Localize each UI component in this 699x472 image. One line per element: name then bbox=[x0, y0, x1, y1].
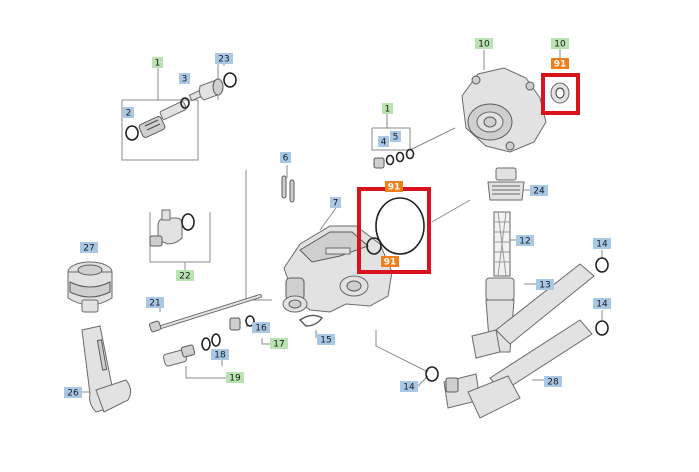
pump-housing-part bbox=[282, 225, 393, 313]
nozzle-elbow-part bbox=[149, 209, 195, 247]
outlet-pipe-part bbox=[443, 319, 593, 419]
svg-text:4: 4 bbox=[381, 138, 387, 148]
filter-part bbox=[493, 211, 511, 277]
svg-text:6: 6 bbox=[283, 154, 289, 164]
label-1-top-left: 1 bbox=[152, 57, 163, 69]
label-21: 21 bbox=[146, 297, 164, 309]
label-19: 19 bbox=[226, 372, 244, 384]
svg-text:1: 1 bbox=[385, 105, 391, 115]
valve-nozzle-part bbox=[162, 333, 221, 367]
label-27: 27 bbox=[80, 242, 98, 254]
quick-coupling-part bbox=[67, 261, 113, 313]
svg-text:17: 17 bbox=[273, 340, 284, 350]
pipe-elbow-part bbox=[81, 325, 132, 413]
svg-text:18: 18 bbox=[214, 351, 226, 361]
label-26: 26 bbox=[64, 387, 82, 399]
label-91-box-bottom: 91 bbox=[381, 256, 399, 268]
svg-text:91: 91 bbox=[554, 60, 567, 70]
label-5: 5 bbox=[390, 131, 401, 143]
bolt-part bbox=[149, 294, 262, 333]
label-28: 28 bbox=[544, 376, 562, 388]
highlight-box-seal-ring bbox=[541, 73, 580, 115]
small-orings-part bbox=[373, 148, 415, 169]
svg-text:14: 14 bbox=[596, 300, 608, 310]
label-23: 23 bbox=[215, 53, 233, 65]
svg-text:7: 7 bbox=[333, 199, 339, 209]
label-6: 6 bbox=[280, 152, 291, 164]
svg-text:12: 12 bbox=[519, 237, 530, 247]
clip-part bbox=[298, 314, 324, 327]
label-15: 15 bbox=[317, 334, 335, 346]
svg-text:91: 91 bbox=[384, 258, 397, 268]
svg-text:14: 14 bbox=[403, 383, 415, 393]
svg-text:91: 91 bbox=[388, 183, 401, 193]
svg-text:19: 19 bbox=[229, 374, 241, 384]
svg-text:26: 26 bbox=[67, 389, 79, 399]
svg-text:28: 28 bbox=[547, 378, 559, 388]
inlet-pipe-part bbox=[471, 263, 595, 359]
label-7: 7 bbox=[330, 197, 341, 209]
label-22: 22 bbox=[176, 270, 194, 282]
pin-part bbox=[281, 175, 295, 203]
svg-text:5: 5 bbox=[393, 133, 399, 143]
label-91-seal: 91 bbox=[551, 58, 569, 70]
label-18: 18 bbox=[211, 349, 229, 361]
svg-text:13: 13 bbox=[539, 281, 550, 291]
svg-text:2: 2 bbox=[126, 109, 132, 119]
oring-14-part bbox=[425, 257, 609, 382]
cylinder-head-part bbox=[461, 67, 547, 153]
svg-text:1: 1 bbox=[155, 59, 161, 69]
oring-set-part bbox=[366, 197, 425, 255]
valve-cartridge-part bbox=[125, 72, 237, 141]
part-labels: 1 1 10 10 17 19 22 2 3 4 5 6 7 12 13 14 … bbox=[64, 38, 611, 399]
svg-text:24: 24 bbox=[533, 187, 545, 197]
svg-text:14: 14 bbox=[596, 240, 608, 250]
label-16: 16 bbox=[252, 322, 270, 334]
label-2: 2 bbox=[123, 107, 134, 119]
label-1-middle: 1 bbox=[382, 103, 393, 115]
nut-part bbox=[229, 315, 255, 331]
label-13: 13 bbox=[536, 279, 554, 291]
svg-text:10: 10 bbox=[478, 40, 490, 50]
label-14-middle: 14 bbox=[593, 298, 611, 310]
label-4: 4 bbox=[378, 136, 389, 148]
svg-text:16: 16 bbox=[255, 324, 267, 334]
label-3: 3 bbox=[179, 73, 190, 85]
label-14-lower: 14 bbox=[400, 381, 418, 393]
svg-text:15: 15 bbox=[320, 336, 331, 346]
svg-text:3: 3 bbox=[182, 75, 188, 85]
svg-text:22: 22 bbox=[179, 272, 190, 282]
label-17: 17 bbox=[270, 338, 288, 350]
svg-text:27: 27 bbox=[83, 244, 94, 254]
svg-text:23: 23 bbox=[218, 55, 229, 65]
svg-text:10: 10 bbox=[554, 40, 566, 50]
label-10-housing: 10 bbox=[475, 38, 493, 50]
seal-ring-part bbox=[550, 82, 570, 104]
label-14-upper: 14 bbox=[593, 238, 611, 250]
inlet-cap-part bbox=[487, 167, 525, 201]
svg-text:21: 21 bbox=[149, 299, 160, 309]
label-91-box-top: 91 bbox=[385, 181, 403, 193]
label-10-seal: 10 bbox=[551, 38, 569, 50]
label-12: 12 bbox=[516, 235, 534, 247]
label-24: 24 bbox=[530, 185, 548, 197]
part-drawings bbox=[67, 67, 609, 419]
